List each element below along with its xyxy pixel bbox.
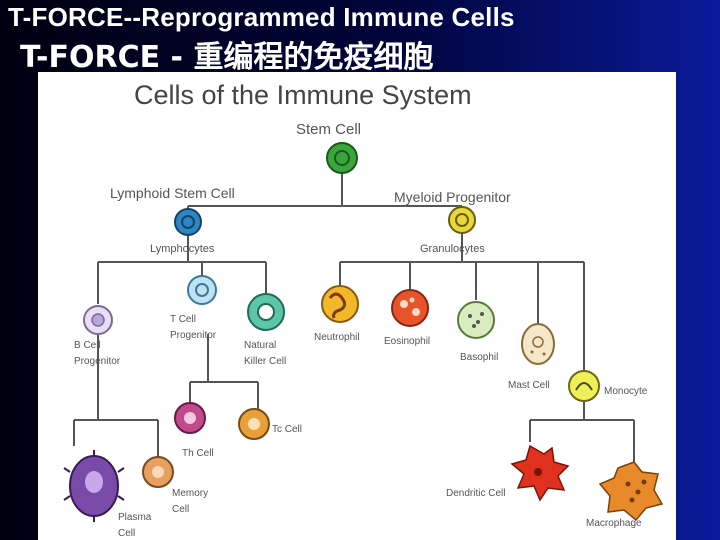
t-cell-progenitor-icon	[187, 275, 217, 305]
label-th-cell: Th Cell	[182, 448, 214, 459]
tree-connectors	[73, 150, 635, 462]
neutrophil-icon	[321, 285, 359, 323]
label-basophil: Basophil	[460, 352, 498, 363]
eosinophil-icon	[391, 289, 429, 327]
label-mast-cell: Mast Cell	[508, 380, 550, 391]
label-tc-cell: Tc Cell	[272, 424, 302, 435]
tc-cell-icon	[238, 408, 270, 440]
monocyte-icon	[568, 370, 600, 402]
memory-cell-icon	[142, 456, 174, 488]
diagram-heading: Cells of the Immune System	[134, 80, 472, 110]
lymphoid-stem-cell-icon	[174, 208, 202, 236]
label-eosinophil: Eosinophil	[384, 336, 430, 347]
slide-title-english: T-FORCE--Reprogrammed Immune Cells	[8, 2, 515, 32]
stem-cell-icon	[326, 142, 358, 174]
label-b-cell-progenitor: Progenitor	[74, 356, 121, 367]
label-lymphoid-stem-cell: Lymphoid Stem Cell	[110, 185, 235, 201]
immune-cells-diagram: Cells of the Immune System Stem Cell Lym…	[38, 72, 676, 540]
label-t-cell-progenitor: Progenitor	[170, 330, 217, 341]
plasma-cell-icon	[63, 450, 125, 522]
slide-title-chinese: T-FORCE - 重编程的免疫细胞	[20, 40, 434, 75]
label-plasma-2: Cell	[118, 528, 135, 539]
mast-cell-icon	[521, 323, 555, 365]
dendritic-cell-icon	[510, 444, 570, 502]
th-cell-icon	[174, 402, 206, 434]
label-natural-killer-1: Natural	[244, 340, 276, 351]
label-lymphocytes: Lymphocytes	[150, 243, 215, 255]
macrophage-icon	[598, 461, 664, 522]
basophil-icon	[457, 301, 495, 339]
label-macrophage: Macrophage	[586, 518, 642, 529]
b-cell-progenitor-icon	[83, 305, 113, 335]
label-plasma-1: Plasma	[118, 512, 152, 523]
label-dendritic-cell: Dendritic Cell	[446, 488, 505, 499]
natural-killer-cell-icon	[247, 293, 285, 331]
label-stem-cell: Stem Cell	[296, 121, 361, 138]
label-granulocytes: Granulocytes	[420, 243, 485, 255]
label-t-cell: T Cell	[170, 314, 196, 325]
label-natural-killer-2: Killer Cell	[244, 356, 286, 367]
label-monocyte: Monocyte	[604, 386, 648, 397]
myeloid-progenitor-icon	[448, 206, 476, 234]
label-myeloid-progenitor: Myeloid Progenitor	[394, 189, 511, 205]
label-neutrophil: Neutrophil	[314, 332, 360, 343]
label-memory-2: Cell	[172, 504, 189, 515]
label-b-cell: B Cell	[74, 340, 101, 351]
label-memory-1: Memory	[172, 488, 208, 499]
